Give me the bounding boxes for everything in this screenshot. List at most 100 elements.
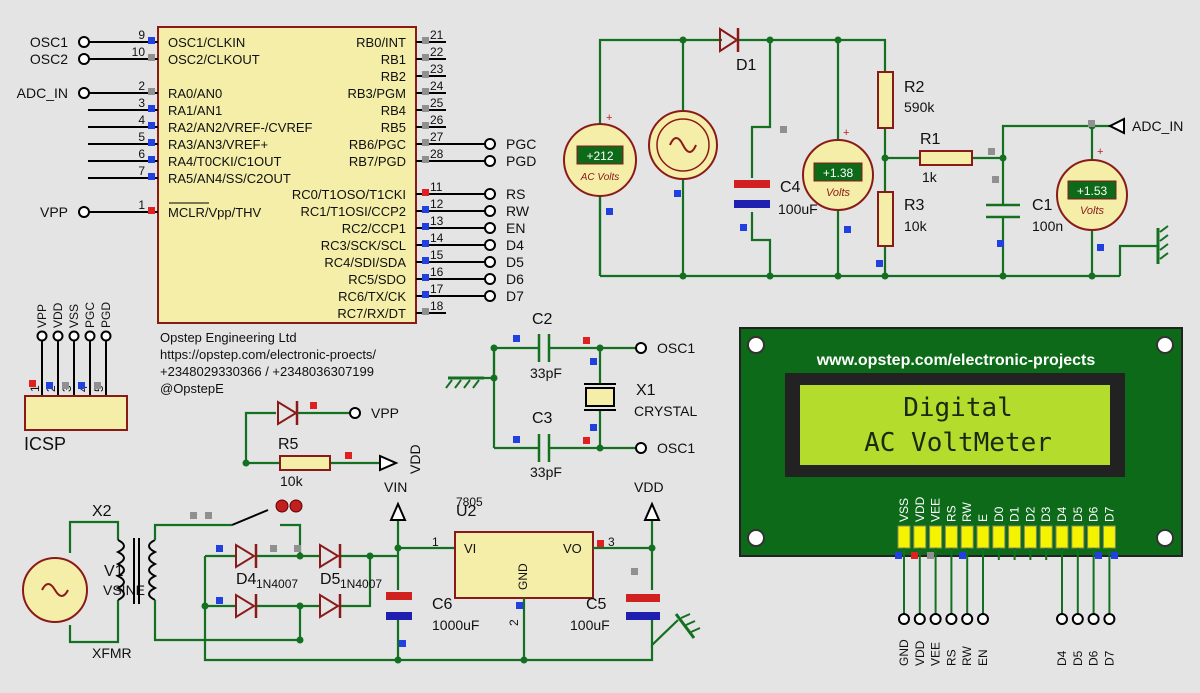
net-label: OSC2 [30,51,68,67]
sine-source-v1[interactable]: V1 VSINE [22,557,145,623]
ac-voltmeter[interactable]: +212 AC Volts + [563,112,637,197]
probe-marker [422,206,429,213]
resistor-r1[interactable]: R1 1k [919,131,973,185]
microcontroller[interactable]: OSC1/CLKIN9OSC1OSC2/CLKOUT10OSC2RA0/AN02… [17,26,537,324]
mcu-pin-name: RB4 [381,103,406,118]
vpp-terminal[interactable]: VPP [349,405,399,421]
probe-marker [190,512,197,519]
xfmr-label: XFMR [92,645,132,661]
vm-c4-reading: +1.38 [823,166,854,180]
osc1-terminal-top[interactable]: OSC1 [635,340,695,356]
net-terminal[interactable] [484,138,496,150]
net-terminal[interactable] [484,256,496,268]
lcd-net-terminal[interactable] [945,613,958,625]
probe-marker [590,358,597,365]
ac-source[interactable] [648,110,718,180]
d5-value: 1N4007 [340,577,382,591]
probe-marker [148,207,155,214]
credit-line-4: @OpstepE [160,381,224,396]
lcd-net-terminal[interactable] [1103,613,1116,625]
net-terminal[interactable] [78,36,90,48]
diode-d7[interactable] [319,593,342,619]
mcu-pin-number: 27 [430,130,444,144]
lcd-net-terminal[interactable] [961,613,974,625]
lcd-net-terminal[interactable] [1087,613,1100,625]
probe-marker [94,382,101,389]
vdd-terminal-power[interactable]: VDD [634,479,664,521]
dc-voltmeter-c4[interactable]: +1.38 Volts + [802,127,874,211]
icsp-label: ICSP [24,434,66,454]
probe-marker [844,226,851,233]
mcu-pin-name: RA5/AN4/SS/C2OUT [168,171,291,186]
icsp-terminal[interactable] [68,330,80,342]
net-terminal[interactable] [484,273,496,285]
diode-d4[interactable]: D4 1N4007 [235,543,298,591]
lcd-pin-label: D5 [1071,506,1085,522]
regulator-u2[interactable]: U2 7805 VI VO GND 1 3 2 [432,495,615,626]
adc-in-terminal[interactable]: ADC_IN [1107,117,1183,135]
capacitor-c1[interactable]: C1 100n [986,197,1063,234]
icsp-terminal[interactable] [84,330,96,342]
lcd-net-label: D7 [1102,650,1116,666]
u2-pin3: 3 [608,535,615,549]
osc1-bottom-label: OSC1 [657,440,695,456]
lcd-net-label: D6 [1087,650,1101,666]
capacitor-c2[interactable]: C2 33pF [530,311,562,381]
icsp-terminal[interactable] [100,330,112,342]
diode-d1[interactable]: D1 [719,27,757,74]
crystal-x1[interactable]: X1 CRYSTAL [584,382,697,419]
lcd-net-terminal[interactable] [929,613,942,625]
mcu-pin-name: MCLR/Vpp/THV [168,205,262,220]
vdd-arrow-terminal[interactable]: VDD [379,444,423,474]
dc-voltmeter-c1[interactable]: +1.53 Volts + [1056,146,1128,231]
lcd-pin-pad [992,525,1006,549]
net-terminal[interactable] [484,188,496,200]
lcd-net-terminal[interactable] [1056,613,1068,625]
net-terminal[interactable] [484,239,496,251]
vin-terminal[interactable]: VIN [384,479,407,521]
net-terminal[interactable] [78,206,90,218]
net-terminal[interactable] [78,87,90,99]
probe-marker [310,402,317,409]
resistor-r5[interactable]: R5 10k [278,436,331,489]
lcd-pin-pad [1008,525,1022,549]
capacitor-c6[interactable]: C6 1000uF [386,592,479,633]
resistor-r2[interactable]: R2 590k [877,71,935,129]
icsp-terminal[interactable] [52,330,64,342]
c3-label: C3 [532,410,553,427]
net-terminal[interactable] [484,155,496,167]
net-terminal[interactable] [78,53,90,65]
probe-marker [422,189,429,196]
diode-d5[interactable]: D5 1N4007 [319,543,382,591]
lcd-pin-label: D3 [1039,506,1053,522]
lcd-net-terminal[interactable] [977,613,989,625]
mcu-pin-number: 2 [138,79,145,93]
resistor-r3[interactable]: R3 10k [877,191,928,247]
credit-line-2: https://opstep.com/electronic-proects/ [160,347,376,362]
mcu-pin-name: RC0/T1OSO/T1CKI [292,187,406,202]
lcd-module[interactable]: www.opstep.com/electronic-projects Digit… [739,327,1183,557]
power-switch[interactable] [231,499,303,526]
icsp-header[interactable]: VPP1VDD2VSS3PGC4PGD5 ICSP [24,302,128,454]
net-terminal[interactable] [484,290,496,302]
icsp-terminal[interactable] [36,330,48,342]
terminal-arrow-icon [379,454,399,472]
mcu-pin-number: 3 [138,96,145,110]
capacitor-c4[interactable]: C4 100uF [734,179,818,217]
probe-marker [62,382,69,389]
osc1-terminal-bottom[interactable]: OSC1 [635,440,695,456]
transformer-x2[interactable]: X2 XFMR [92,503,158,661]
c2-value: 33pF [530,365,562,381]
capacitor-c5[interactable]: C5 100uF [570,594,660,633]
net-terminal[interactable] [484,205,496,217]
net-terminal[interactable] [484,222,496,234]
probe-marker [597,540,604,547]
lcd-net-terminal[interactable] [913,613,926,625]
capacitor-c3[interactable]: C3 33pF [530,410,562,480]
lcd-net-terminal[interactable] [898,613,910,625]
r2-label: R2 [904,79,925,96]
probe-marker [1111,552,1118,559]
lcd-net-terminal[interactable] [1071,613,1084,625]
diode-d6[interactable] [235,593,258,619]
diode-reset[interactable] [277,400,299,426]
